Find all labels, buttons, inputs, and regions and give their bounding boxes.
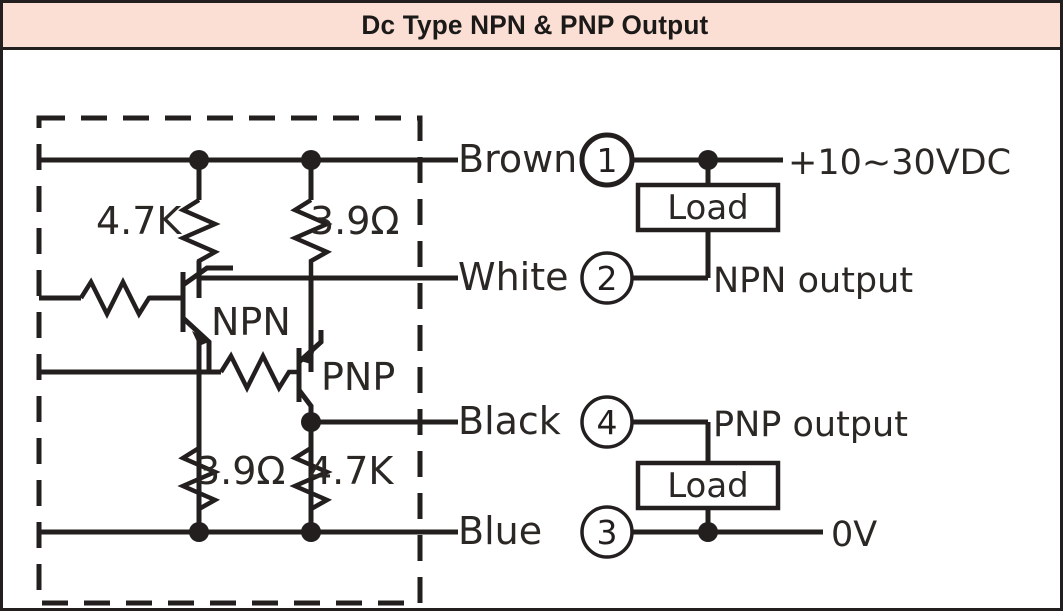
label-resistor-3r9-bottom: 3.9Ω — [196, 449, 285, 493]
label-transistor-npn: NPN — [211, 300, 291, 344]
label-wire-brown: Brown — [458, 137, 577, 181]
label-npn-output: NPN output — [713, 261, 913, 301]
junction-dot-brown-left — [189, 150, 209, 170]
junction-dot-ground — [698, 522, 718, 542]
label-wire-black: Black — [458, 399, 561, 443]
pin-number-3: 3 — [597, 513, 618, 552]
transistor-pnp-emitter-arrow — [297, 348, 315, 364]
label-resistor-3r9-top: 3.9Ω — [310, 199, 399, 243]
resistor-3r9-top — [289, 198, 333, 278]
resistor-4k7-bottom — [289, 446, 333, 511]
junction-dot-blue-left — [189, 522, 209, 542]
load-box-pnp — [635, 460, 781, 511]
pin-number-2: 2 — [597, 259, 618, 298]
load-box-npn — [635, 182, 781, 233]
junction-dot-brown-right — [301, 150, 321, 170]
load-label-pnp: Load — [667, 466, 749, 506]
label-resistor-4k7-top: 4.7K — [96, 199, 182, 243]
transistor-npn-emitter-leg — [181, 316, 212, 372]
junction-dot-black — [301, 412, 321, 432]
pin-number-1: 1 — [597, 141, 618, 180]
label-supply-voltage: +10~30VDC — [788, 143, 1011, 183]
label-ground-voltage: 0V — [831, 515, 877, 555]
label-wire-blue: Blue — [458, 509, 542, 553]
sensor-enclosure-dashed-box — [36, 115, 423, 606]
resistor-pnp-base — [219, 350, 299, 394]
title-bar: Dc Type NPN & PNP Output — [3, 3, 1060, 50]
label-wire-white: White — [458, 255, 569, 299]
page-title: Dc Type NPN & PNP Output — [360, 9, 709, 40]
circuit-canvas: 4.7K 3.9Ω 3.9Ω 4.7K NPN PNP Brown White … — [3, 50, 1060, 608]
resistor-3r9-bottom — [177, 446, 221, 511]
junction-dot-blue-right — [301, 522, 321, 542]
transistor-npn-collector-leg — [181, 265, 233, 288]
pin-number-4: 4 — [597, 403, 618, 442]
load-label-npn: Load — [667, 188, 749, 228]
label-transistor-pnp: PNP — [321, 355, 395, 399]
label-resistor-4k7-bottom: 4.7K — [308, 449, 394, 493]
label-pnp-output: PNP output — [713, 405, 908, 445]
